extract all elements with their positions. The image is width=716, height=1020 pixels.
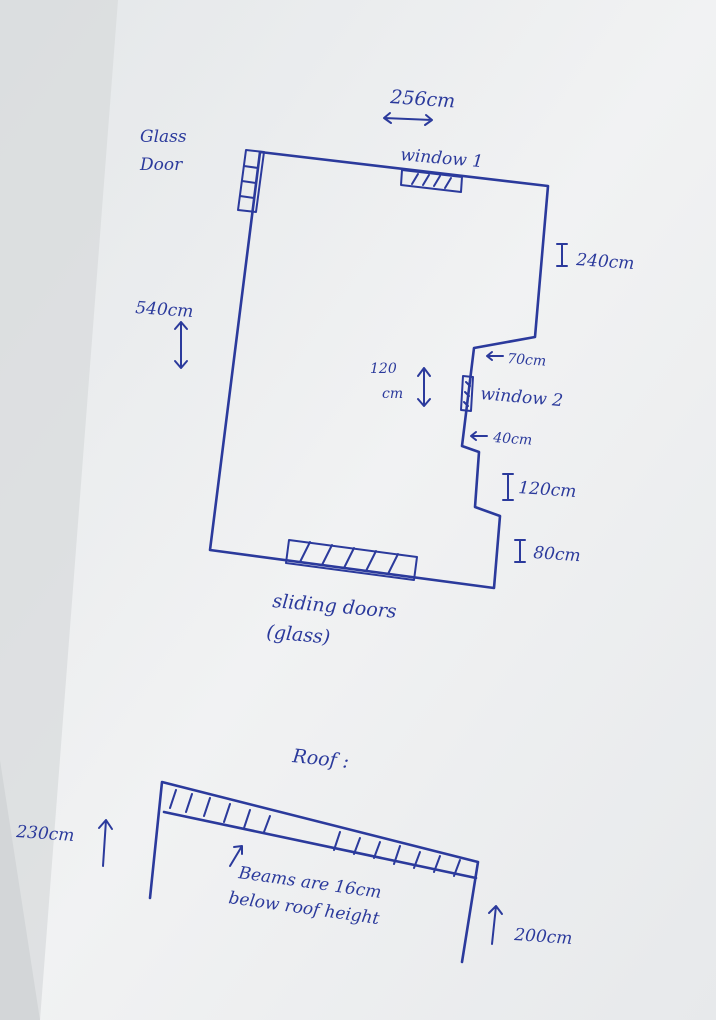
window2-height-arrow <box>417 367 431 407</box>
room-outline <box>208 150 550 590</box>
right-upper-label: 240cm <box>575 250 635 274</box>
right-middle-arrow <box>502 473 514 501</box>
left-height-arrow <box>174 321 188 369</box>
left-height-arrow-roof <box>98 819 113 867</box>
window-1-symbol <box>400 169 463 193</box>
right-lower-arrow <box>514 539 526 563</box>
top-width-arrow <box>383 112 433 126</box>
glass-door-label-line1: Glass <box>140 127 187 147</box>
step-lower-arrow <box>470 431 488 441</box>
step-upper-arrow <box>486 351 504 361</box>
beams-arrow <box>229 845 243 867</box>
step-lower-label: 40cm <box>492 430 533 449</box>
window-2-symbol <box>460 375 474 412</box>
glass-door-symbol <box>237 149 265 213</box>
glass-door-label-line2: Door <box>139 155 183 175</box>
right-upper-arrow <box>556 243 568 267</box>
roof-left-height-label: 230cm <box>15 822 75 846</box>
right-lower-label: 80cm <box>533 543 582 566</box>
top-width-label: 256cm <box>389 86 456 113</box>
window-2-height-number: 120 <box>370 361 397 377</box>
right-middle-label: 120cm <box>518 478 577 502</box>
paper-fold-shadow <box>0 0 118 1020</box>
step-upper-label: 70cm <box>507 351 547 370</box>
roof-outline <box>148 780 480 964</box>
right-height-arrow-roof <box>488 905 503 945</box>
roof-beam-hatching <box>169 789 461 877</box>
roof-right-height-label: 200cm <box>513 925 573 949</box>
left-height-label: 540cm <box>135 298 194 322</box>
window-2-height-unit: cm <box>382 386 403 402</box>
sliding-doors-symbol <box>285 539 418 581</box>
dimension-arrows <box>174 112 568 563</box>
floor-plan: Glass Door 256cm window 1 240cm 540cm 70… <box>135 86 635 649</box>
